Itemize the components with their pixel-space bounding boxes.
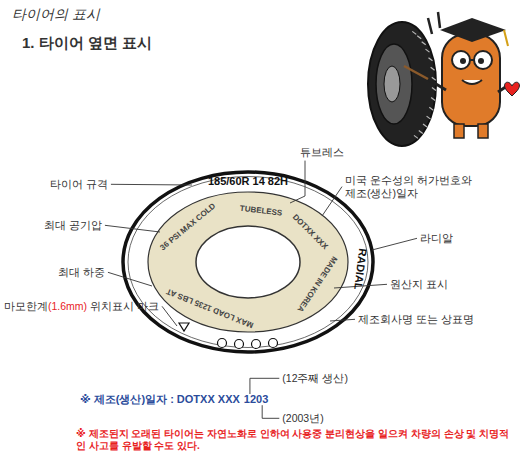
tread-stroke: [432, 87, 436, 90]
glasses-lens: [474, 51, 492, 69]
warning-note: ※ 제조된지 오래된 타이어는 자연노화로 인하여 사용중 분리현상을 일으켜 …: [76, 428, 518, 452]
cartoon-tire-center: [384, 66, 400, 102]
tread-stroke: [427, 116, 431, 119]
tread-stroke: [428, 58, 432, 61]
tread-circle: [252, 340, 261, 349]
leader-line: [162, 306, 177, 326]
cartoon-tread: [412, 31, 436, 138]
callout-label: 위치표시 마크: [90, 300, 159, 313]
leader-line: [250, 378, 279, 394]
tire-tread: [123, 172, 373, 352]
leader-line: [111, 184, 192, 186]
tire-size-mark: 185/60R 14 82H: [208, 175, 288, 188]
pointer-stick: [404, 66, 428, 79]
glasses-lens: [452, 51, 470, 69]
callout-label: 최대 하중: [58, 266, 105, 279]
tread-stroke: [431, 67, 435, 70]
tread-stroke: [431, 98, 435, 101]
heart: [505, 82, 520, 96]
sidewall-mark: MADE IN KOREA: [295, 255, 339, 314]
sidewall-mark: 36 PSI MAX COLD: [159, 202, 218, 253]
leader-line: [372, 238, 417, 250]
tread-stroke: [423, 124, 427, 127]
exclaim-marks: [428, 12, 440, 34]
section-heading: 1. 타이어 옆면 표시: [22, 34, 152, 52]
cartoon-tire: [368, 22, 436, 146]
tire-sidewall: [148, 192, 348, 332]
leader-line: [290, 161, 305, 203]
graduation-cap: [440, 18, 506, 42]
wear-mark-triangle: [179, 323, 189, 331]
tread-stroke: [425, 49, 429, 52]
date-note: ※ 제조(생산)일자 : DOTXX XXX: [80, 393, 240, 406]
callout-label: 튜브레스: [300, 146, 344, 159]
tread-circle: [218, 339, 227, 348]
leader-line: [330, 319, 355, 321]
callout-label: 제조회사명 또는 상표명: [358, 313, 474, 326]
tread-stroke: [432, 77, 436, 80]
callout-label: 마모한계: [4, 300, 48, 313]
leg: [478, 124, 488, 138]
callout-label: 원산지 표시: [390, 278, 448, 291]
tread-stroke: [417, 36, 421, 39]
tire-shoulder-line: [128, 177, 368, 348]
callout-label: 타이어 규격: [50, 178, 108, 191]
leader-line: [322, 187, 342, 216]
callout-label: 라디알: [420, 232, 453, 245]
leader-line: [105, 225, 160, 232]
character-body: [442, 34, 500, 126]
rim-opening: [196, 226, 300, 298]
arm: [426, 78, 446, 90]
leader-line: [108, 272, 152, 286]
tread-stroke: [414, 135, 418, 138]
sidewall-mark: RADIAL: [350, 248, 368, 291]
tread-circle: [235, 340, 244, 349]
sidewall-mark: DOTXX XXX: [291, 212, 330, 251]
eye: [478, 58, 484, 64]
cartoon-tire-hub: [376, 44, 412, 124]
callout-label: 최대 공기압: [44, 219, 102, 232]
sidewall-mark: TUBELESS: [239, 203, 283, 218]
tread-circle: [269, 339, 278, 348]
date-code: 1203: [244, 393, 268, 406]
cap-tassel: [504, 30, 508, 46]
tread-stroke: [429, 107, 433, 110]
callout-label: 미국 운수성의 허가번호와 제조(생산)일자: [345, 174, 477, 199]
page-title: 타이어의 표시: [12, 6, 100, 23]
date-explain: (2003년): [282, 412, 323, 425]
tread-stroke: [422, 42, 426, 45]
eye: [460, 58, 466, 64]
tread-stroke: [412, 31, 416, 34]
tread-stroke: [419, 130, 423, 133]
date-explain: (12주째 생산): [282, 372, 348, 385]
leader-line: [262, 405, 279, 418]
leg: [454, 124, 464, 138]
mouth: [462, 80, 482, 84]
callout-label: (1.6mm): [48, 300, 87, 313]
glasses-bridge: [470, 59, 474, 61]
sidewall-mark: MAX LOAD 1235 LBS AT: [165, 286, 255, 330]
